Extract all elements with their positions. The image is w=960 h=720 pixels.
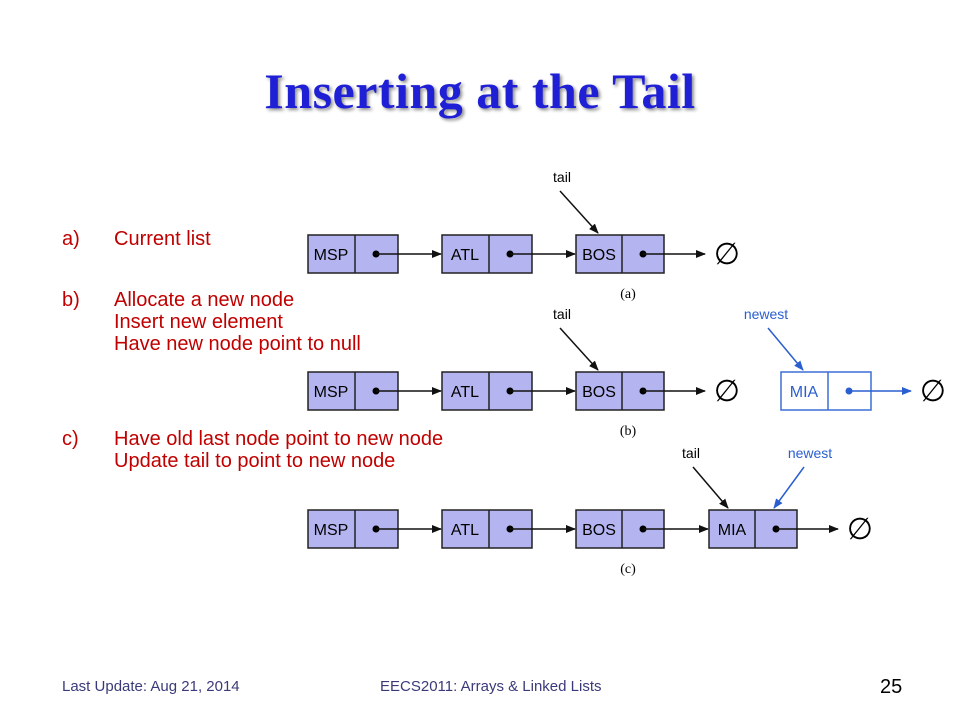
step-a-line-1: Current list	[114, 228, 211, 250]
tail-label: tail	[553, 306, 571, 322]
tail-label: tail	[682, 445, 700, 461]
step-b-line-1: Allocate a new node	[114, 289, 295, 311]
tail-arrow	[559, 190, 599, 234]
row-a: MSP ATL BOS ∅ tail (a)	[307, 169, 740, 302]
null-icon: ∅	[920, 375, 946, 408]
null-icon: ∅	[714, 238, 740, 271]
step-c-label: c)	[62, 428, 79, 450]
node-label: MIA	[790, 384, 819, 401]
footer-last-update: Last Update: Aug 21, 2014	[62, 678, 240, 695]
newest-arrow	[773, 466, 805, 509]
step-a-label: a)	[62, 228, 80, 250]
null-icon: ∅	[847, 513, 873, 546]
step-c-line-1: Have old last node point to new node	[114, 428, 444, 450]
step-b-line-3: Have new node point to null	[114, 333, 361, 355]
node-label: BOS	[582, 247, 616, 264]
node-label: BOS	[582, 384, 616, 401]
tail-arrow	[559, 327, 599, 371]
caption-b: (b)	[620, 424, 637, 439]
node-label: MSP	[314, 522, 349, 539]
slide-title: Inserting at the Tail	[264, 63, 696, 119]
tail-label: tail	[553, 169, 571, 185]
caption-a: (a)	[620, 287, 636, 302]
page-number: 25	[880, 676, 903, 698]
step-b-line-2: Insert new element	[114, 311, 283, 333]
newest-label: newest	[788, 445, 832, 461]
newest-arrow	[767, 327, 804, 371]
row-b: MSP ATL BOS ∅ MIA ∅ tail newest	[307, 306, 946, 439]
step-b-label: b)	[62, 289, 80, 311]
caption-c: (c)	[620, 562, 636, 577]
node-label: MSP	[314, 384, 349, 401]
row-c: MSP ATL BOS MIA ∅ tail newest	[307, 445, 873, 577]
tail-arrow	[692, 466, 729, 509]
node-label: BOS	[582, 522, 616, 539]
step-c-line-2: Update tail to point to new node	[114, 450, 396, 472]
node-label: ATL	[451, 247, 479, 264]
null-icon: ∅	[714, 375, 740, 408]
node-label: ATL	[451, 384, 479, 401]
footer-course: EECS2011: Arrays & Linked Lists	[380, 678, 602, 695]
node-label: MSP	[314, 247, 349, 264]
newest-label: newest	[744, 306, 788, 322]
node-label: ATL	[451, 522, 479, 539]
node-label: MIA	[718, 522, 747, 539]
